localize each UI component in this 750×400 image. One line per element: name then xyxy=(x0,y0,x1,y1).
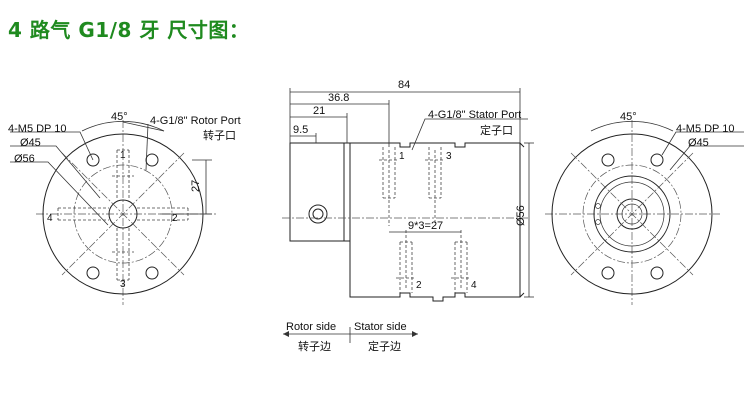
total-length-dim: 84 xyxy=(398,79,410,91)
right-bolt-circle-label: Ø45 xyxy=(688,137,709,149)
dim-21: 21 xyxy=(313,105,325,117)
right-mount-hole xyxy=(650,153,664,167)
right-mount-hole xyxy=(601,153,615,167)
right-bolt-circle xyxy=(582,164,682,264)
dim-9-5: 9.5 xyxy=(293,124,308,136)
side-port-number: 1 xyxy=(399,151,405,162)
left-port-number: 3 xyxy=(120,279,126,290)
left-end-view: 45° 4-M5 DP 10 Ø45 Ø56 4-G1/8" Rotor Por… xyxy=(8,111,241,305)
left-mount-hole xyxy=(145,153,159,167)
left-angle-label: 45° xyxy=(111,111,128,123)
left-mount-hole xyxy=(86,266,100,280)
right-end-view: 45° 4-M5 DP 10 Ø45 xyxy=(545,111,744,305)
stator-body xyxy=(349,142,521,302)
side-port-number: 4 xyxy=(471,280,477,291)
left-port-number: 4 xyxy=(47,213,53,224)
left-center-bore xyxy=(108,199,138,229)
left-offset-dim: 27 xyxy=(190,180,202,192)
left-mount-hole xyxy=(86,153,100,167)
right-mount-holes-label: 4-M5 DP 10 xyxy=(676,123,735,135)
left-outer-diameter-label: Ø56 xyxy=(14,153,35,165)
stator-port-label: 4-G1/8" Stator Port xyxy=(428,109,521,121)
right-angle-label: 45° xyxy=(620,111,637,123)
dim-36-8: 36.8 xyxy=(328,92,349,104)
side-view: 84 36.8 21 9.5 4-G1/8" Stator Port 定子口 9… xyxy=(282,79,534,302)
stator-side-label: Stator side xyxy=(354,321,407,333)
left-mount-holes-label: 4-M5 DP 10 xyxy=(8,123,67,135)
side-legend: Rotor side 转子边 Stator side 定子边 xyxy=(283,321,418,353)
rotor-side-label: Rotor side xyxy=(286,321,336,333)
right-mount-hole xyxy=(601,266,615,280)
side-port-number: 3 xyxy=(446,151,452,162)
stator-port-label-cn: 定子口 xyxy=(480,123,513,137)
drawing-title: 4 路气 G1/8 牙 尺寸图： xyxy=(8,18,250,42)
left-bolt-circle-label: Ø45 xyxy=(20,137,41,149)
right-outer-circle xyxy=(551,133,713,295)
rotor-side-label-cn: 转子边 xyxy=(298,339,331,353)
rotor-body xyxy=(289,142,345,242)
left-port-number: 2 xyxy=(172,213,178,224)
rotor-port-label-cn: 转子口 xyxy=(203,128,236,142)
left-port-number: 1 xyxy=(120,150,126,161)
right-center-bore xyxy=(616,198,648,230)
pitch-dim: 9*3=27 xyxy=(408,220,443,232)
side-diameter-dim: Ø56 xyxy=(515,205,527,226)
stator-side-label-cn: 定子边 xyxy=(368,339,401,353)
side-port-number: 2 xyxy=(416,280,422,291)
left-mount-hole xyxy=(145,266,159,280)
right-mount-hole xyxy=(650,266,664,280)
right-hub-ring xyxy=(593,175,671,253)
rotor-port-label: 4-G1/8" Rotor Port xyxy=(150,115,241,127)
rotor-port-hole xyxy=(308,204,328,224)
